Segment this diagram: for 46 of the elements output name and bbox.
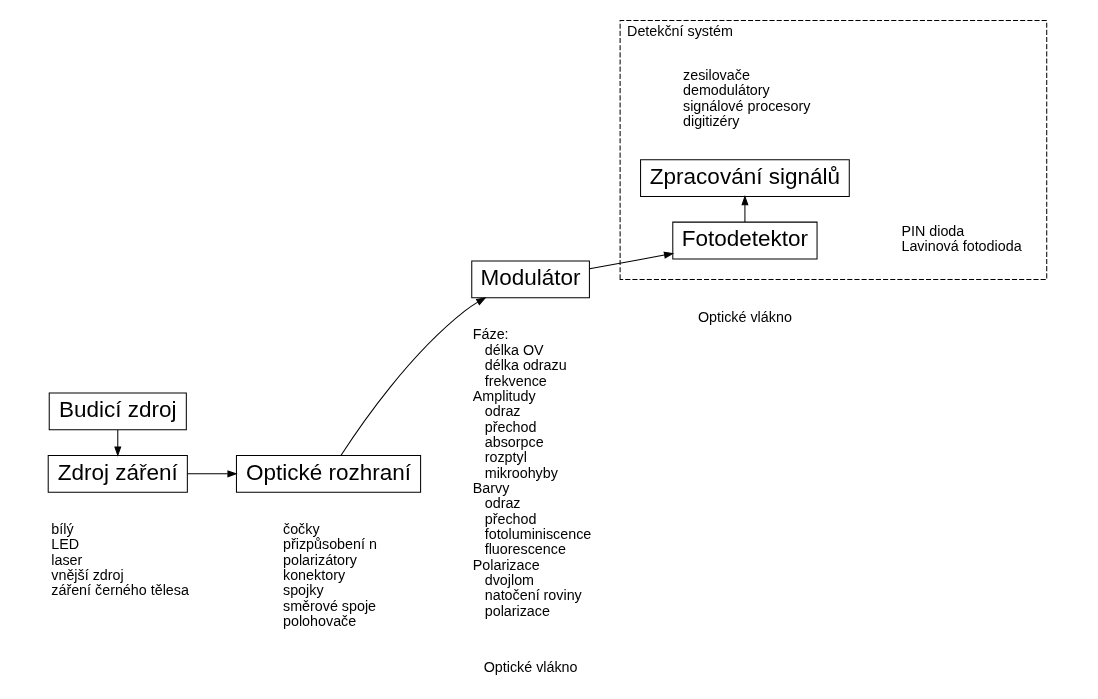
node-label: odraz: [484, 495, 521, 512]
node-label: polarizátory: [283, 551, 357, 568]
arrow: [114, 429, 122, 457]
node-label: spojky: [283, 582, 324, 599]
node-box: Budicí zdroj: [48, 392, 187, 431]
node-label: Fáze:: [472, 326, 509, 343]
node-label: odraz: [484, 403, 521, 420]
node-label: polarizace: [484, 602, 550, 619]
node-box: Zdroj záření: [47, 454, 188, 493]
node-label: digitizéry: [683, 113, 740, 130]
node-label: čočky: [283, 520, 320, 537]
node-label: demodulátory: [683, 82, 770, 99]
node-box: Optické rozhraní: [235, 454, 422, 493]
node-label: LED: [51, 536, 80, 553]
node-box: Zpracování signálů: [640, 159, 850, 198]
node-label: Lavinová fotodioda: [901, 237, 1022, 254]
node-label: přizpůsobení n: [283, 536, 377, 553]
node-label: PIN dioda: [901, 222, 965, 239]
label: Optické vlákno: [483, 658, 578, 675]
node-label: délka odrazu: [484, 357, 567, 374]
node-label: rozptyl: [484, 449, 527, 466]
node-label: bílý: [51, 520, 74, 537]
node-label: vnější zdroj: [51, 566, 124, 583]
node-label: zesilovače: [683, 67, 750, 84]
node-label: signálové procesory: [683, 97, 811, 114]
node-label: přechod: [484, 418, 537, 435]
node-label: Polarizace: [472, 556, 540, 573]
arrow: [741, 195, 749, 223]
arrow: [340, 297, 487, 456]
node-label: přechod: [484, 510, 537, 527]
node-label: natočení roviny: [484, 587, 582, 604]
node-label: mikroohyby: [484, 464, 558, 481]
node-label: fluorescence: [484, 541, 566, 558]
arrow: [186, 470, 238, 478]
node-label: délka OV: [484, 341, 544, 358]
node-label: dvojlom: [484, 572, 535, 589]
node-label: Amplitudy: [472, 387, 536, 404]
node-box: Modulátor: [471, 260, 590, 299]
arrow: [589, 251, 675, 270]
node-label: směrové spoje: [283, 597, 377, 614]
node-label: záření černého tělesa: [51, 582, 189, 599]
node-box: Fotodetektor: [672, 221, 818, 260]
node-label: laser: [51, 551, 83, 568]
node-label: frekvence: [484, 372, 547, 389]
node-label: Barvy: [472, 479, 510, 496]
label: Optické vlákno: [697, 309, 792, 326]
